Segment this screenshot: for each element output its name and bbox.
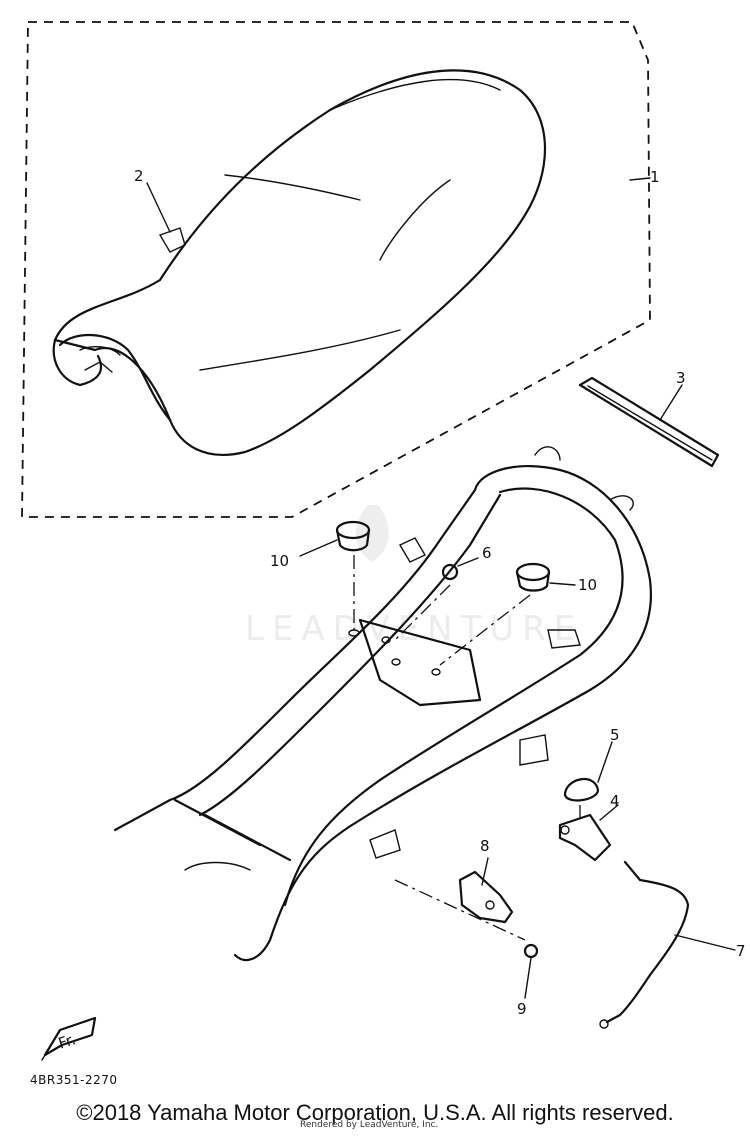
assembly-boundary (21, 21, 651, 518)
rear-frame (113, 446, 652, 962)
front-marker-label: Fr. (56, 1030, 78, 1052)
callout-7: 7 (736, 942, 746, 960)
diagram-code: 4BR351-2270 (30, 1073, 117, 1087)
nut (394, 557, 479, 641)
callout-2: 2 (134, 167, 144, 185)
callout-3: 3 (676, 369, 686, 387)
seat-strip (578, 376, 720, 468)
rendered-by-notice: Rendered by LeadVenture, Inc. (300, 1120, 439, 1130)
callout-4: 4 (610, 792, 620, 810)
callout-8: 8 (480, 837, 490, 855)
lock-bracket (394, 857, 526, 941)
callout-6: 6 (482, 544, 492, 562)
copyright-notice: ©2018 Yamaha Motor Corporation, U.S.A. A… (76, 1100, 674, 1125)
callout-10-right: 10 (578, 576, 597, 594)
watermark: LEADVENTURE (245, 505, 583, 649)
bolt (523, 943, 539, 999)
seat-lock (558, 804, 619, 862)
seat-lock-cover (563, 741, 613, 802)
callouts: 1 2 3 4 5 6 7 8 9 10 10 (134, 167, 746, 1018)
seat-damper-right (439, 562, 576, 666)
callout-10-left: 10 (270, 552, 289, 570)
callout-5: 5 (610, 726, 620, 744)
callout-9: 9 (517, 1000, 527, 1018)
seat (52, 69, 651, 457)
front-marker: Fr. (41, 1016, 97, 1061)
seat-damper-left (299, 520, 371, 630)
callout-1: 1 (650, 168, 660, 186)
watermark-logo: LEADVENTURE (245, 609, 583, 649)
mount-holes (348, 629, 441, 676)
lock-cable (599, 860, 736, 1029)
